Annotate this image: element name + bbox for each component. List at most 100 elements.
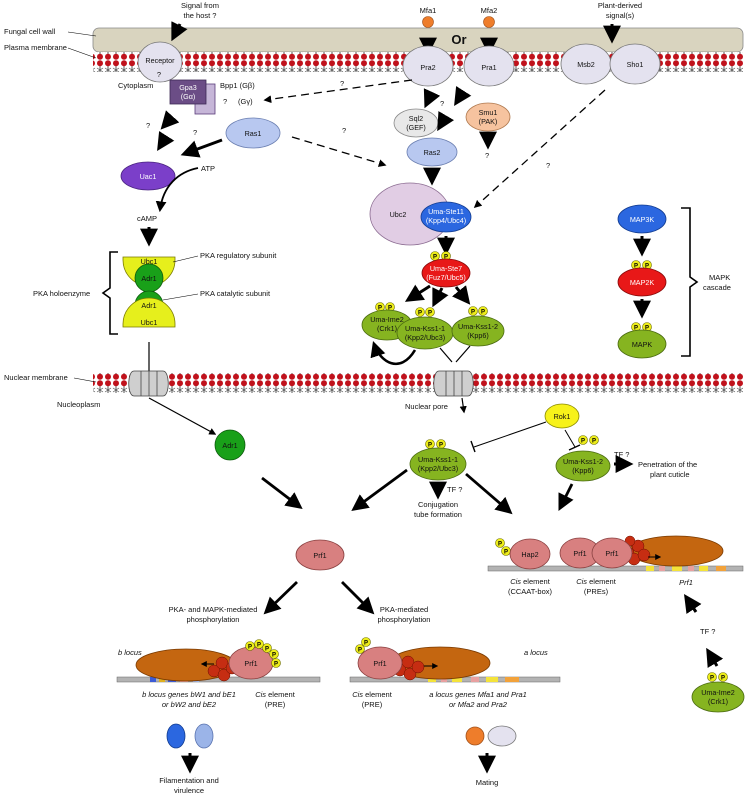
mfa1-label: Mfa1: [420, 6, 437, 15]
sho1-to-ste11-dashed: [473, 89, 606, 209]
kss1-2-to-pore-line: [455, 345, 471, 363]
cis-pres-label-2: (PREs): [584, 587, 609, 596]
mapk-label: MAPK: [632, 340, 653, 349]
atp-to-camp-curve: [155, 167, 199, 213]
cis-pre-a-label-2: (PRE): [362, 700, 383, 709]
adr1-nuclear-label: Adr1: [222, 441, 237, 450]
sql2-label-1: Sql2: [409, 114, 423, 123]
uma-kss1-2-top: [451, 315, 505, 347]
a-gene-segment-5: [486, 677, 498, 682]
adr1-top-label: Adr1: [141, 274, 156, 283]
kss1-1-nuc-phospho-1-label: P: [428, 443, 432, 449]
pra2-to-sql2-arrow: [423, 88, 441, 109]
kss1-2-nuc-phospho-1-label: P: [581, 439, 585, 445]
plant-signal-label-2: signal(s): [606, 11, 635, 20]
rok1-label: Rok1: [554, 412, 571, 421]
uma-kss1-2-top-label-1: Uma-Kss1-2: [458, 322, 498, 331]
gpa3-label-2: (Gα): [181, 92, 196, 101]
sql2-question: ?: [440, 99, 444, 108]
adr1-bottom-label: Adr1: [141, 301, 156, 310]
a-genes-label-2: or Mfa2 and Pra2: [449, 700, 508, 709]
bpp1-label: Bpp1 (Gβ): [220, 81, 255, 90]
nucleoplasm-label: Nucleoplasm: [57, 400, 100, 409]
b-gene-segment-2: [159, 677, 165, 682]
map2k-label: MAP2K: [630, 278, 655, 287]
ime2-bot-phospho-1: [707, 672, 717, 682]
fungal-cell-wall-label: Fungal cell wall: [4, 27, 56, 36]
gpa3-arrow-left: [160, 110, 180, 130]
g-gamma-question: ?: [223, 97, 227, 106]
prf1-a-p2: P: [364, 641, 368, 647]
host-signal-arrow: [171, 21, 188, 42]
receptor-question: ?: [157, 70, 161, 79]
cis-pre-b-label-2: (PRE): [265, 700, 286, 709]
rok1-inhibit-kss1-1: [473, 421, 547, 448]
ubc1-bottom-label: Ubc1: [141, 318, 158, 327]
kss1-1-top-phospho-1-label: P: [418, 311, 422, 317]
mfa1-pheromone: [422, 16, 434, 28]
mating-label: Mating: [476, 778, 499, 787]
rok1-inhibit-kss1-2: [564, 429, 576, 448]
a-genes-label-1: a locus genes Mfa1 and Pra1: [429, 690, 527, 699]
ras1: [225, 117, 281, 149]
uac1: [120, 161, 176, 191]
uma-ste11: [420, 201, 472, 233]
mfa-product: [465, 726, 485, 746]
kss1-1-to-hap2-arrow: [465, 472, 513, 515]
camp-label: cAMP: [137, 214, 157, 223]
cis-pre-b-label-1: Cis element: [255, 690, 296, 699]
ubc1-bottom: [122, 297, 176, 328]
sql2-label-2: (GEF): [406, 123, 426, 132]
ras1-to-ubc2-dashed: [291, 136, 387, 167]
map3k-label: MAP3K: [630, 215, 655, 224]
pra1: [463, 45, 515, 87]
map2k: [617, 267, 667, 297]
kss1-1-top-phospho-1: [415, 307, 425, 317]
a-gene-segment-3: [452, 677, 462, 682]
prf1-gene-segment-5: [699, 566, 708, 571]
sho1-ste11-question: ?: [546, 161, 550, 170]
mapk-phospho-1-label: P: [634, 326, 638, 332]
prf1-b-p5: P: [274, 662, 278, 668]
mfa2-label: Mfa2: [481, 6, 498, 15]
hap2-label: Hap2: [521, 550, 538, 559]
adr1-nuclear: [214, 429, 246, 461]
kss1-1-to-prf1-arrow: [351, 468, 408, 511]
kss1-2-nuc-phospho-1: [578, 435, 588, 445]
mapk-phospho-2-label: P: [645, 326, 649, 332]
pka-cat-pointer: [162, 293, 199, 301]
a-gene-segment-6: [505, 677, 519, 682]
bw-protein: [166, 723, 186, 749]
ras2: [406, 137, 458, 167]
uma-ste11-label-2: (Kpp4/Ubc4): [426, 216, 466, 225]
cis-ccaat-label-2: (CCAAT-box): [508, 587, 553, 596]
ste7-phospho-1-label: P: [433, 255, 437, 261]
ubc2-label: Ubc2: [390, 210, 407, 219]
smu1: [465, 102, 511, 132]
map3k: [617, 204, 667, 234]
kss1-to-ime2-feedback: [370, 341, 417, 366]
pka-catalytic-label: PKA catalytic subunit: [200, 289, 271, 298]
gpa3: [169, 79, 207, 105]
uma-ste7-label-1: Uma-Ste7: [430, 264, 462, 273]
pka-reg-pointer: [172, 255, 199, 263]
a-gene-segment-2: [441, 677, 447, 682]
nuclear-pore-left: [128, 370, 169, 397]
ras2-label: Ras2: [424, 148, 441, 157]
prf1-b-p1: P: [248, 645, 252, 651]
hap2: [509, 538, 551, 570]
rok1-inhibit-kss1-1-bar: [470, 440, 476, 453]
receptor: [137, 41, 183, 83]
pka-phos-label-1: PKA-mediated: [380, 605, 428, 614]
kss1-2-top-phospho-1-label: P: [471, 310, 475, 316]
pra2: [402, 45, 454, 87]
ime2-bot-phospho-2: [718, 672, 728, 682]
map2k-phospho-2-label: P: [645, 264, 649, 270]
kss1-1-nuc-phospho-2-label: P: [439, 443, 443, 449]
ime2-top-phospho-2-label: P: [388, 306, 392, 312]
b-gene-segment-1: [150, 677, 156, 682]
mapk: [617, 329, 667, 359]
host-signal-label-1: Signal from: [181, 1, 219, 10]
or-label: Or: [451, 32, 466, 47]
